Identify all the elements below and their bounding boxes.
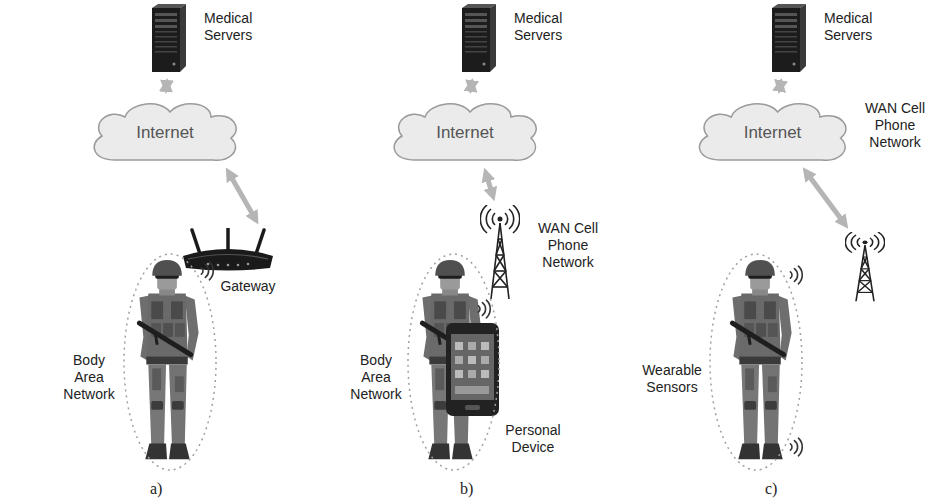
panel-caption: a): [150, 480, 162, 498]
cloud-outline: [394, 104, 536, 160]
cloud-label: Internet: [436, 123, 494, 143]
icon-area: [445, 322, 500, 417]
icon-area: [480, 205, 520, 300]
server-icon: [152, 4, 186, 72]
ellipse-shape: [708, 252, 804, 472]
double-arrow: [164, 83, 169, 88]
server-node: Medical Servers: [768, 4, 898, 76]
internet-cloud: Internet: [85, 98, 245, 164]
cloud-outline: [699, 104, 846, 160]
node-label: Gateway: [208, 278, 288, 295]
wireless-waves: [790, 438, 802, 456]
ellipse-shape: [122, 252, 218, 472]
body-area-outline: [408, 254, 499, 470]
icon-area: [148, 4, 188, 74]
ellipse-shape: [406, 252, 501, 472]
node-label: Body Area Network: [350, 352, 402, 402]
server-node: Medical Servers: [148, 4, 278, 76]
body-area-network: Body Area Network: [350, 252, 502, 474]
panel-caption: b): [460, 480, 473, 498]
node-label: Personal Device: [503, 422, 563, 456]
internet-cloud: Internet: [690, 98, 855, 164]
body-area-outline: [710, 254, 802, 470]
double-arrow: [807, 174, 843, 223]
double-arrow: [487, 175, 493, 193]
tower-icon: [480, 205, 519, 299]
wireless-waves: [790, 266, 802, 284]
gateway-node: Gateway: [178, 228, 288, 300]
internet-cloud: Internet: [385, 98, 545, 164]
ellipse-outline: [708, 252, 804, 472]
ellipse-outline: [406, 252, 501, 472]
soldier-figure: [139, 260, 198, 459]
server-icon: [772, 4, 806, 72]
icon-area: [458, 4, 498, 74]
cloud-label: Internet: [136, 123, 194, 143]
wireless-waves: [201, 262, 213, 280]
node-label: Medical Servers: [824, 10, 890, 44]
wireless-waves: [478, 300, 490, 318]
wearable-sensors: Wearable Sensors: [640, 252, 806, 474]
server-node: Medical Servers: [458, 4, 588, 76]
tower-icon: [845, 232, 884, 301]
node-label: Wearable Sensors: [640, 362, 704, 396]
double-arrow: [778, 83, 783, 88]
cell-tower-node: WAN Cell Phone Network: [845, 95, 933, 302]
icon-area: [768, 4, 808, 74]
node-label: WAN Cell Phone Network: [859, 100, 931, 150]
cloud-label: Internet: [744, 123, 802, 143]
cell-tower-node: WAN Cell Phone Network: [480, 205, 605, 300]
router-icon: [183, 228, 273, 271]
server-icon: [462, 4, 496, 72]
node-label: Body Area Network: [60, 352, 118, 402]
double-arrow: [230, 174, 255, 217]
ellipse-outline: [122, 252, 218, 472]
icon-area: [178, 228, 278, 272]
panel-caption: c): [765, 480, 777, 498]
personal-device-node: Personal Device: [445, 322, 565, 462]
soldier-figure: [732, 260, 791, 459]
node-label: WAN Cell Phone Network: [532, 220, 604, 270]
body-area-outline: [124, 254, 216, 470]
icon-area: [845, 232, 885, 302]
node-label: Medical Servers: [204, 10, 270, 44]
double-arrow: [469, 83, 474, 88]
node-label: Medical Servers: [514, 10, 580, 44]
body-area-network: Body Area Network: [60, 252, 220, 474]
phone-icon: [446, 323, 499, 416]
cloud-outline: [94, 104, 236, 160]
